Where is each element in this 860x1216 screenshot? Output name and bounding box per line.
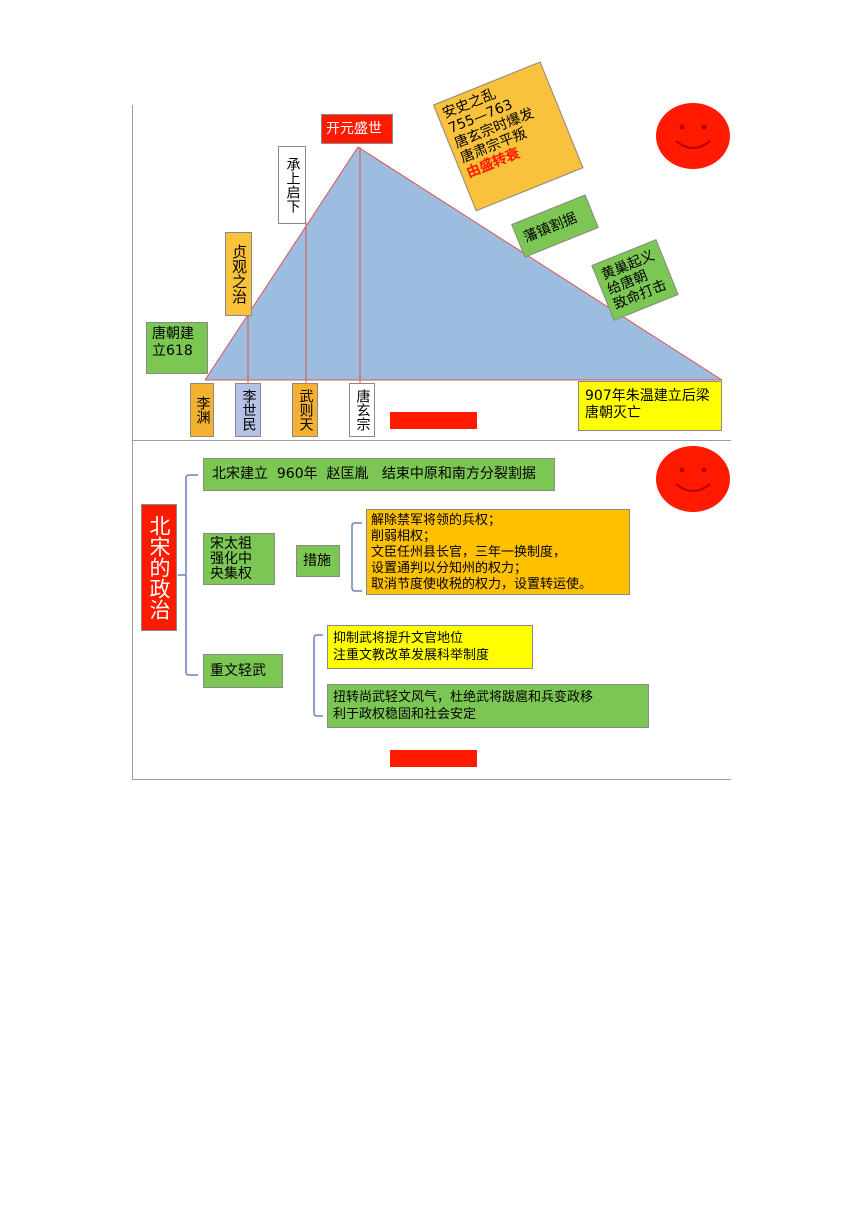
taizu-line-2: 强化中 — [210, 551, 252, 567]
tang-triangle — [205, 147, 722, 380]
song-red-bar — [390, 750, 477, 767]
emperor-lishimin: 李世民 — [235, 383, 261, 437]
song-founding-box: 北宋建立 960年 赵匡胤 结束中原和南方分裂割据 — [203, 458, 555, 491]
effect2-line-2: 利于政权稳固和社会安定 — [333, 707, 477, 722]
measures-box: 解除禁军将领的兵权； 削弱相权； 文臣任州县长官，三年一换制度， 设置通判以分知… — [366, 509, 630, 595]
effect2-line-1: 扭转尚武轻文风气，杜绝武将跋扈和兵变政移 — [333, 690, 594, 705]
triangle-right-edge — [357, 146, 723, 381]
tang-red-bar — [390, 412, 477, 429]
smiley-face-icon — [656, 103, 730, 169]
effect1-line-2: 注重文教改革发展科举制度 — [333, 648, 490, 663]
tang-founding-line-1: 唐朝建 — [152, 326, 194, 342]
triangle-left-edge — [204, 146, 359, 381]
effect1-line-1: 抑制武将提升文官地位 — [333, 631, 464, 646]
kaiyuan-peak-label: 开元盛世 — [321, 114, 393, 144]
taizu-line-3: 央集权 — [210, 566, 252, 582]
measure-2: 削弱相权； — [371, 529, 437, 544]
zhenguan-box: 贞观之治 — [225, 232, 252, 316]
tang-founding-line-2: 立618 — [152, 343, 193, 359]
zhongwen-box: 重文轻武 — [203, 654, 283, 688]
smiley-face-icon-2 — [656, 446, 730, 512]
emperor-wuzetian: 武则天 — [292, 383, 318, 437]
effect2-box: 扭转尚武轻文风气，杜绝武将跋扈和兵变政移 利于政权稳固和社会安定 — [327, 684, 649, 728]
measures-label-box: 措施 — [296, 545, 340, 577]
tang-end-box: 907年朱温建立后梁 唐朝灭亡 — [578, 381, 722, 431]
measure-3: 文臣任州县长官，三年一换制度， — [371, 545, 567, 560]
tang-panel — [132, 105, 731, 440]
tang-end-line-2: 唐朝灭亡 — [585, 405, 641, 421]
chengshang-box: 承上启下 — [278, 146, 306, 224]
tang-end-line-1: 907年朱温建立后梁 — [585, 388, 710, 404]
emperor-liyuan: 李渊 — [190, 383, 214, 437]
taizu-line-1: 宋太祖 — [210, 536, 252, 552]
effects-bracket — [313, 634, 323, 717]
taizu-box: 宋太祖 强化中 央集权 — [203, 533, 275, 585]
song-politics-title: 北宋的政治 — [141, 504, 177, 631]
effect1-box: 抑制武将提升文官地位 注重文教改革发展科举制度 — [327, 625, 533, 669]
measure-5: 取消节度使收税的权力，设置转运使。 — [371, 577, 593, 592]
measure-4: 设置通判以分知州的权力； — [371, 561, 528, 576]
measure-1: 解除禁军将领的兵权； — [371, 513, 502, 528]
measures-bracket — [351, 522, 362, 592]
song-panel — [132, 440, 731, 780]
emperor-xuanzong: 唐玄宗 — [349, 383, 375, 437]
tang-founding-box: 唐朝建 立618 — [146, 322, 208, 374]
